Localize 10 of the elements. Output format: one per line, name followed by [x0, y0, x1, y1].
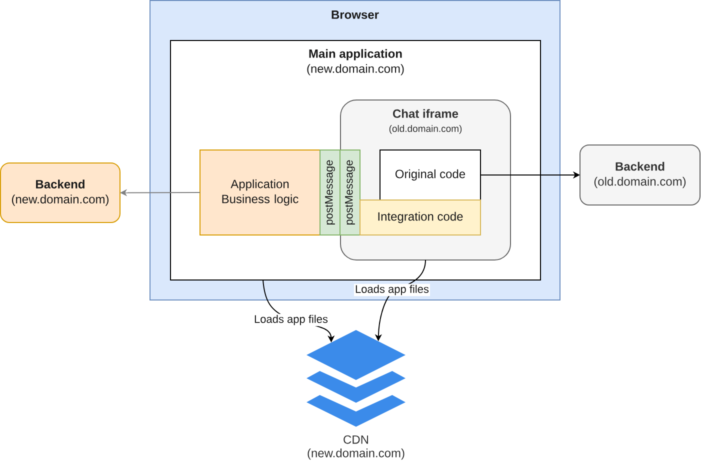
process-box: Original code — [380, 150, 481, 200]
node-label: CDN (new.domain.com) — [308, 435, 404, 460]
process-box: postMessage — [340, 150, 360, 236]
rounded-box: Backend (old.domain.com) — [580, 144, 700, 206]
edge-label: Loads app files — [253, 314, 329, 326]
process-box: postMessage — [320, 150, 340, 236]
rounded-box: Backend (new.domain.com) — [0, 162, 120, 223]
process-box: Integration code — [360, 200, 481, 236]
process-box: Application Business logic — [200, 150, 320, 236]
edge-label: Loads app files — [354, 284, 430, 296]
